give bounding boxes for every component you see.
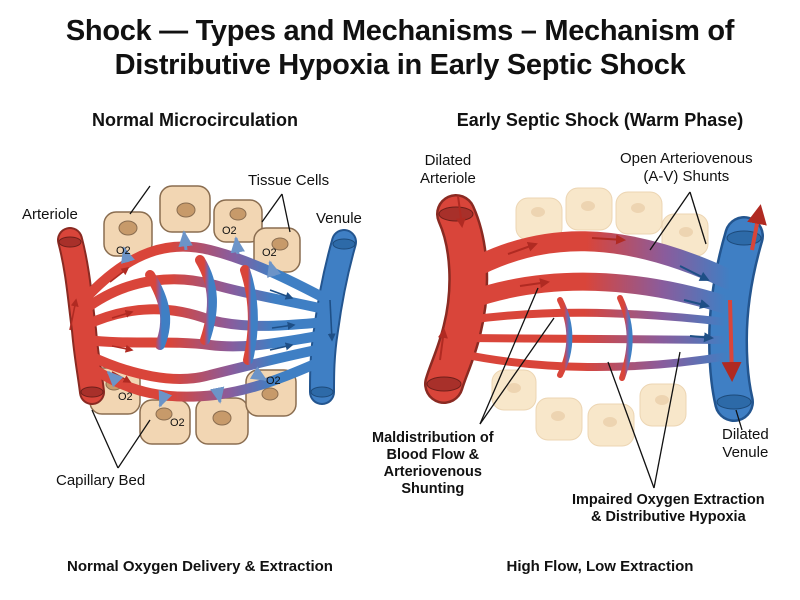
- capillary: [240, 265, 258, 365]
- o2-label: O2: [116, 245, 131, 257]
- cell-nucleus: [271, 237, 289, 251]
- cell-nucleus: [655, 395, 669, 405]
- cell-nucleus: [631, 203, 645, 213]
- capillary: [81, 330, 331, 352]
- capillary: [462, 334, 730, 344]
- faded-tissue-cells: [491, 187, 709, 447]
- arteriole-vessel-fill: [59, 229, 103, 403]
- venule-opening: [332, 238, 356, 250]
- leader-lines-left: [91, 185, 291, 469]
- dilated-venule-fill: [710, 218, 762, 420]
- page-title: Shock — Types and Mechanisms – Mechanism…: [0, 14, 800, 82]
- capillary: [617, 295, 633, 381]
- oxygen-diffusion-arrows: [106, 230, 281, 408]
- o2-label: O2: [266, 375, 281, 387]
- av-shunt: [460, 231, 740, 290]
- dilated-arteriole-fill: [426, 196, 486, 402]
- leader-lines-right: [479, 191, 743, 489]
- maldistribution-label-line: Shunting: [401, 481, 465, 497]
- capillary: [79, 241, 333, 305]
- capillary-network: [79, 241, 333, 402]
- flow-arrows-right: [437, 195, 626, 361]
- cell-nucleus: [155, 407, 173, 421]
- cell-nucleus: [229, 207, 247, 221]
- maldistribution-label-line: Maldistribution of: [372, 430, 494, 446]
- cell-nucleus: [507, 383, 521, 393]
- impaired-extraction-label-line: Impaired Oxygen Extraction: [572, 492, 765, 508]
- impaired-extraction-label-line: & Distributive Hypoxia: [590, 509, 746, 525]
- tissue-cell: [615, 191, 663, 235]
- cell-nucleus: [581, 201, 595, 211]
- capillary: [145, 270, 171, 350]
- tissue-cells-label: Tissue Cells: [248, 172, 330, 189]
- dilated-venule-label-line: Dilated: [722, 426, 769, 443]
- venule-label: Venule: [316, 210, 362, 227]
- maldistribution-label-line: Blood Flow &: [386, 447, 480, 463]
- av-shunts-label-line: Open Arteriovenous: [620, 150, 753, 167]
- septic-panel-caption: High Flow, Low Extraction: [506, 558, 694, 575]
- venule-outflow-arrows: [721, 204, 767, 382]
- cell-nucleus: [212, 410, 232, 426]
- tissue-cell: [639, 383, 687, 427]
- cell-nucleus: [261, 387, 279, 401]
- arteriole-label: Arteriole: [22, 206, 78, 223]
- venule-end: [310, 386, 334, 398]
- normal-panel-caption: Normal Oxygen Delivery & Extraction: [67, 558, 333, 575]
- capillary: [557, 297, 573, 378]
- normal-microcirculation-diagram: [57, 185, 357, 469]
- cell-nucleus: [176, 202, 196, 218]
- dilated-venule-label-line: Venule: [722, 444, 769, 461]
- dilated-arteriole-label: Dilated Arteriole: [420, 152, 476, 188]
- capillary: [458, 350, 732, 372]
- dilated-arteriole-opening: [438, 206, 474, 222]
- cell-nucleus: [551, 411, 565, 421]
- dilated-venule-end: [716, 394, 752, 410]
- capillary: [83, 343, 331, 384]
- dilated-arteriole-end: [426, 376, 462, 392]
- cell-nucleus: [118, 220, 138, 236]
- venule-vessel-fill: [311, 231, 355, 403]
- cell-nucleus: [603, 417, 617, 427]
- tissue-cells-top: [103, 185, 301, 273]
- o2-label: O2: [118, 391, 133, 403]
- septic-panel-title: Early Septic Shock (Warm Phase): [456, 110, 744, 130]
- septic-shock-diagram: [424, 187, 767, 489]
- o2-label: O2: [170, 417, 185, 429]
- arteriole-opening: [58, 236, 82, 248]
- av-shunt: [461, 272, 735, 314]
- dilated-arteriole-label-line: Arteriole: [420, 170, 476, 187]
- av-shunts-label: Open Arteriovenous (A-V) Shunts: [620, 150, 753, 186]
- cell-nucleus: [531, 207, 545, 217]
- capillary: [195, 255, 217, 345]
- capillary: [464, 308, 730, 326]
- av-shunts-label-line: (A-V) Shunts: [643, 168, 730, 185]
- capillary-bed-label: Capillary Bed: [56, 472, 146, 489]
- maldistribution-label-line: Arteriovenous: [383, 464, 482, 480]
- o2-label: O2: [222, 225, 237, 237]
- arteriole-end: [80, 386, 104, 398]
- title-line-1: Shock — Types and Mechanisms – Mechanism…: [65, 15, 735, 47]
- maldistribution-label: Maldistribution of Blood Flow & Arteriov…: [372, 430, 494, 498]
- impaired-extraction-label: Impaired Oxygen Extraction & Distributiv…: [572, 492, 765, 526]
- dilated-venule-label: Dilated Venule: [722, 426, 769, 462]
- o2-label: O2: [262, 247, 277, 259]
- flow-arrows-right-venous: [679, 265, 714, 343]
- dilated-arteriole-label-line: Dilated: [424, 152, 472, 169]
- cell-nucleus: [679, 227, 693, 237]
- septic-capillary-network: [458, 231, 740, 381]
- title-line-2: Distributive Hypoxia in Early Septic Sho…: [114, 49, 686, 81]
- flow-arrows-left-venous: [269, 289, 336, 351]
- normal-panel-title: Normal Microcirculation: [91, 110, 299, 130]
